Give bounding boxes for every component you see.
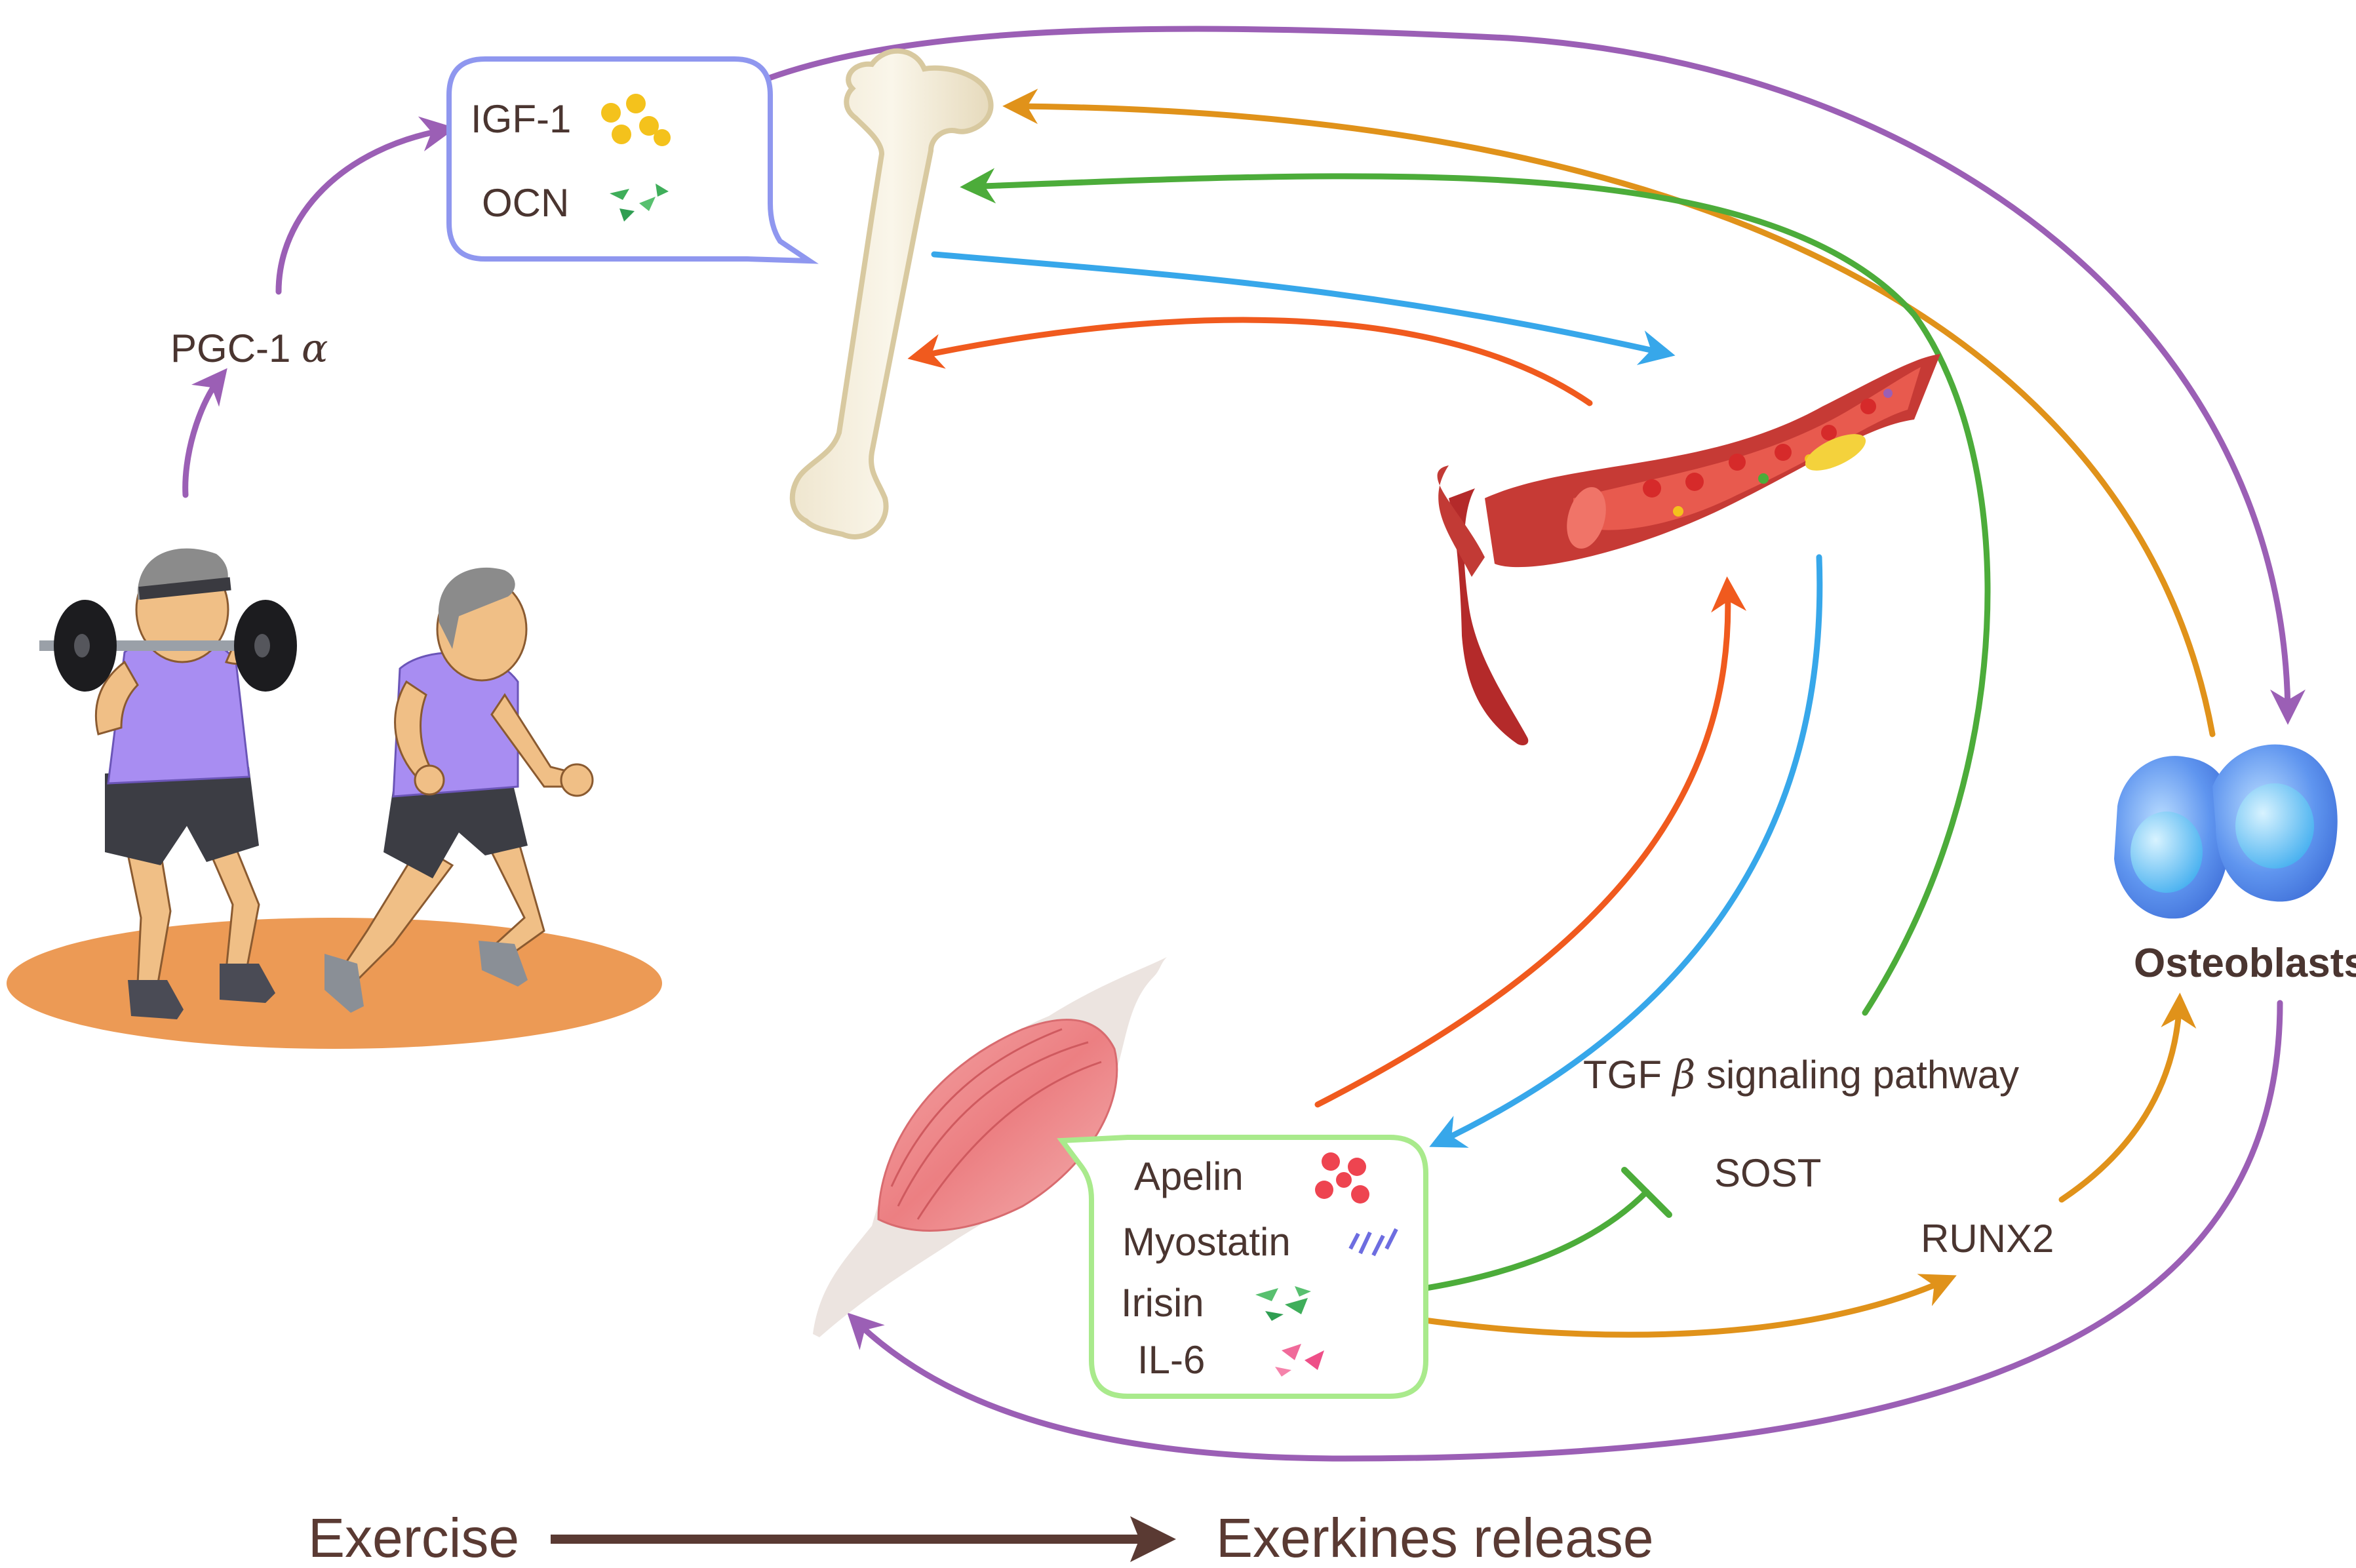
purple-dashes-icon <box>1348 1228 1398 1257</box>
green-shards-icon <box>610 184 669 222</box>
arrow-runx2-to-osteoblasts <box>2058 992 2197 1203</box>
arrow-osteoblasts-to-bone <box>1002 88 2216 737</box>
sost-label: SOST <box>1714 1151 1821 1195</box>
arrows <box>182 26 2306 1462</box>
il6-label: IL-6 <box>1137 1338 1205 1382</box>
arrow-osteoblasts-to-muscle <box>847 1000 2283 1462</box>
legend-exercise: Exercise <box>308 1507 519 1568</box>
legend: Exercise Exerkines release <box>308 1507 1654 1568</box>
blood-vessel-icon <box>1437 354 1940 745</box>
arrow-muscle-to-vessel <box>1314 576 1747 1108</box>
bubble-muscle-exerkines: Apelin Myostatin Irisin IL-6 <box>1057 1135 1428 1399</box>
bubble-muscle-outline <box>1057 1135 1428 1399</box>
arrow-pgc-to-igf <box>275 116 456 295</box>
pathway-labels: PGC-1 α TGF β signaling pathway SOST RUN… <box>170 326 2356 1261</box>
arrow-bone-to-vessel <box>931 251 1676 365</box>
inhibit-bar-sost <box>1621 1167 1672 1218</box>
arrow-tgf-to-bone <box>960 168 1991 1016</box>
arrow-vessel-to-bone <box>907 317 1593 406</box>
red-dots-icon <box>1315 1152 1369 1204</box>
ocn-label: OCN <box>482 181 569 225</box>
yellow-dots-icon <box>601 94 671 146</box>
femur-bone-icon <box>789 48 994 539</box>
arrow-irisin-to-runx2 <box>1360 1274 1957 1338</box>
bubble-top-outline <box>446 56 819 264</box>
green-shards-icon <box>1255 1286 1311 1321</box>
igf1-label: IGF-1 <box>471 97 571 141</box>
irisin-label: Irisin <box>1121 1281 1204 1325</box>
arrow-exercise-to-pgc <box>182 368 227 498</box>
myostatin-label: Myostatin <box>1122 1220 1291 1264</box>
apelin-label: Apelin <box>1134 1154 1244 1198</box>
bubble-bone-exerkines: IGF-1 OCN <box>446 56 819 264</box>
muscle-icon <box>813 957 1167 1337</box>
legend-exerkines: Exerkines release <box>1216 1507 1654 1568</box>
osteoblasts-label: Osteoblasts <box>2134 941 2356 986</box>
osteoblasts-cells-icon <box>2114 744 2338 919</box>
pink-shards-icon <box>1275 1344 1324 1377</box>
tgf-label: TGF β signaling pathway <box>1583 1052 2019 1098</box>
pgc-label: PGC-1 α <box>170 326 328 372</box>
inhibit-irisin-to-sost <box>1377 1188 1650 1298</box>
arrow-vessel-to-muscle <box>1429 554 1823 1148</box>
person-weightlifter <box>39 548 297 1019</box>
arrow-igf-to-osteoblasts <box>708 26 2306 725</box>
person-runner <box>324 567 594 1013</box>
exercisers-illustration <box>7 548 662 1049</box>
runx2-label: RUNX2 <box>1921 1217 2054 1261</box>
